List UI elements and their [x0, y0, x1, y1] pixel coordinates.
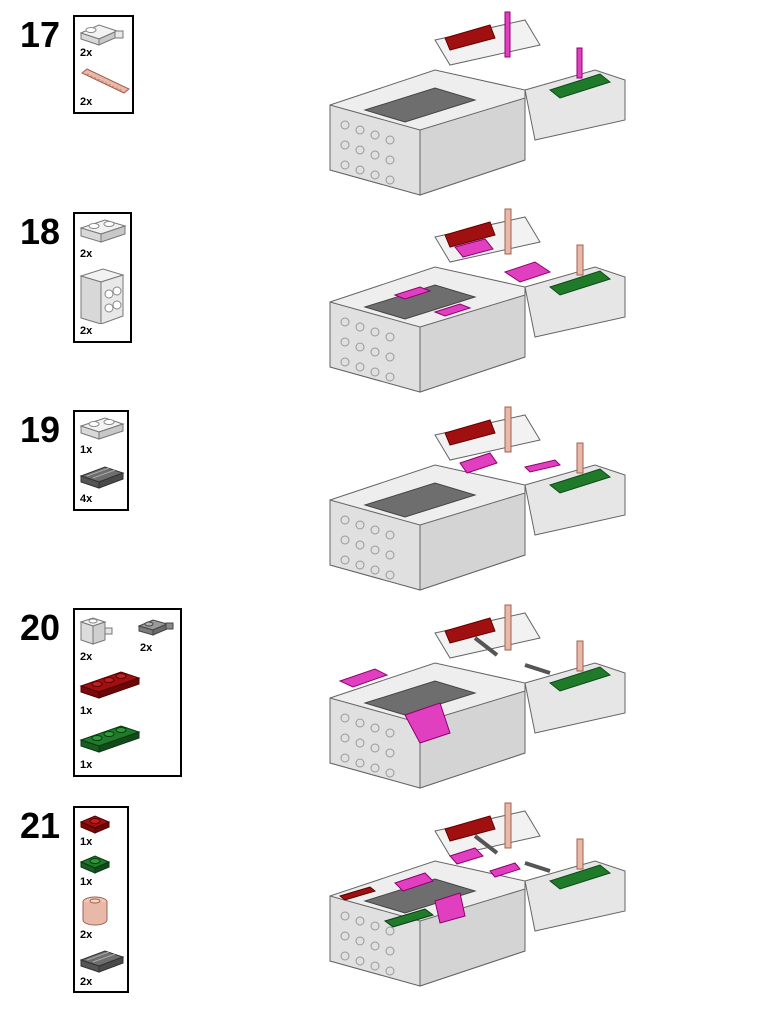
step-number: 17 — [20, 14, 61, 55]
green-plate-1x3-icon — [79, 725, 141, 753]
part-qty: 1x — [80, 444, 93, 456]
model-assembly — [329, 604, 626, 789]
part-qty: 2x — [80, 325, 93, 337]
step-number: 18 — [20, 211, 61, 252]
step-number: 19 — [20, 409, 61, 450]
tan-brick-round-icon — [82, 896, 108, 926]
white-bracket-icon — [79, 268, 125, 324]
dark-grey-grille-tile-icon — [79, 950, 125, 973]
part-qty: 1x — [80, 705, 93, 717]
part-qty: 2x — [80, 651, 93, 663]
part-qty: 2x — [80, 47, 93, 59]
green-plate-1x1-icon — [79, 855, 111, 874]
tan-bar-icon — [81, 68, 130, 94]
white-brick-clip-icon — [79, 617, 113, 645]
part-qty: 2x — [80, 96, 93, 108]
parts-list: 2x 2x 1x 1x — [73, 608, 182, 777]
dark-red-plate-1x1-icon — [79, 815, 111, 834]
part-qty: 1x — [80, 876, 93, 888]
step-number: 20 — [20, 607, 61, 648]
dark-red-plate-1x3-icon — [79, 671, 141, 699]
part-qty: 1x — [80, 836, 93, 848]
parts-list: 1x 1x 2x 2x — [73, 806, 129, 993]
part-qty: 2x — [80, 929, 93, 941]
model-assembly — [329, 406, 626, 591]
part-qty: 2x — [80, 248, 93, 260]
grey-plate-clip-icon — [137, 619, 174, 636]
parts-list: 2x 2x — [73, 212, 132, 343]
white-plate-1x2-icon — [79, 417, 125, 440]
model-assembly — [329, 11, 626, 196]
white-plate-1x2-icon — [79, 219, 127, 243]
parts-list: 1x 4x — [73, 410, 129, 511]
model-assembly — [329, 208, 626, 393]
step-number: 21 — [20, 805, 61, 846]
part-qty: 2x — [140, 642, 153, 654]
part-qty: 2x — [80, 976, 93, 988]
part-qty: 1x — [80, 759, 93, 771]
dark-grey-grille-tile-icon — [79, 466, 125, 489]
white-plate-clip-icon — [79, 24, 124, 46]
part-qty: 4x — [80, 493, 93, 505]
model-assembly — [329, 802, 626, 987]
parts-list: 2x 2x — [73, 15, 134, 114]
